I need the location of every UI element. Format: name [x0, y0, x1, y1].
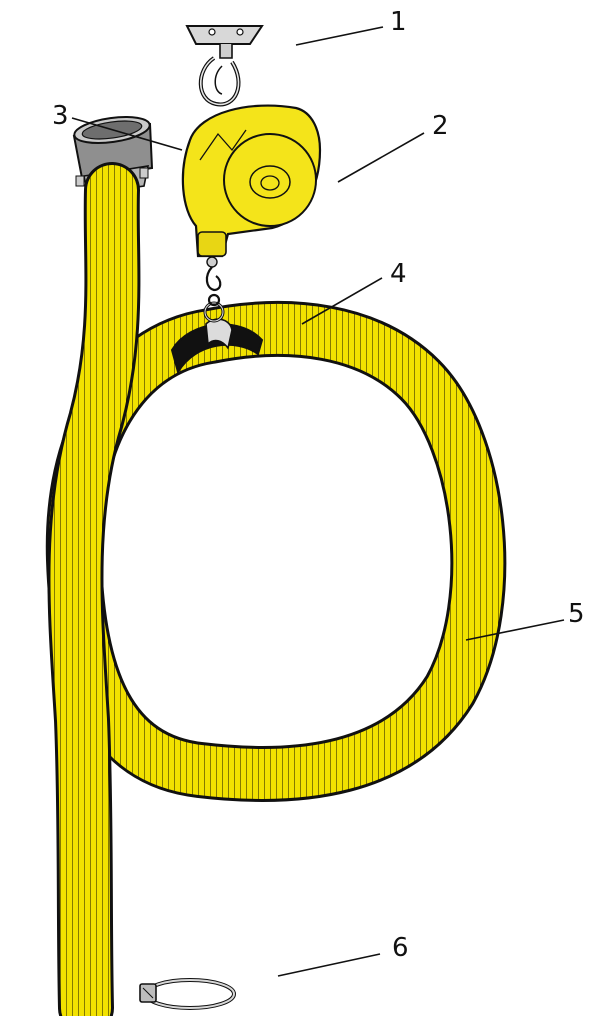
callout-1: 1 — [390, 7, 407, 37]
callout-3: 3 — [52, 101, 69, 131]
mounting-bracket-with-snap-hook — [187, 26, 262, 104]
flexible-exhaust-hose — [74, 190, 479, 1008]
callout-2: 2 — [432, 111, 449, 141]
hose-reel-housing — [183, 106, 320, 305]
leader-line-2 — [338, 133, 424, 182]
hose-clamp — [140, 980, 234, 1008]
callout-5: 5 — [568, 599, 585, 629]
callout-4: 4 — [390, 259, 407, 289]
callout-6: 6 — [392, 933, 409, 963]
leader-line-1 — [296, 27, 383, 45]
leader-line-6 — [278, 954, 380, 976]
